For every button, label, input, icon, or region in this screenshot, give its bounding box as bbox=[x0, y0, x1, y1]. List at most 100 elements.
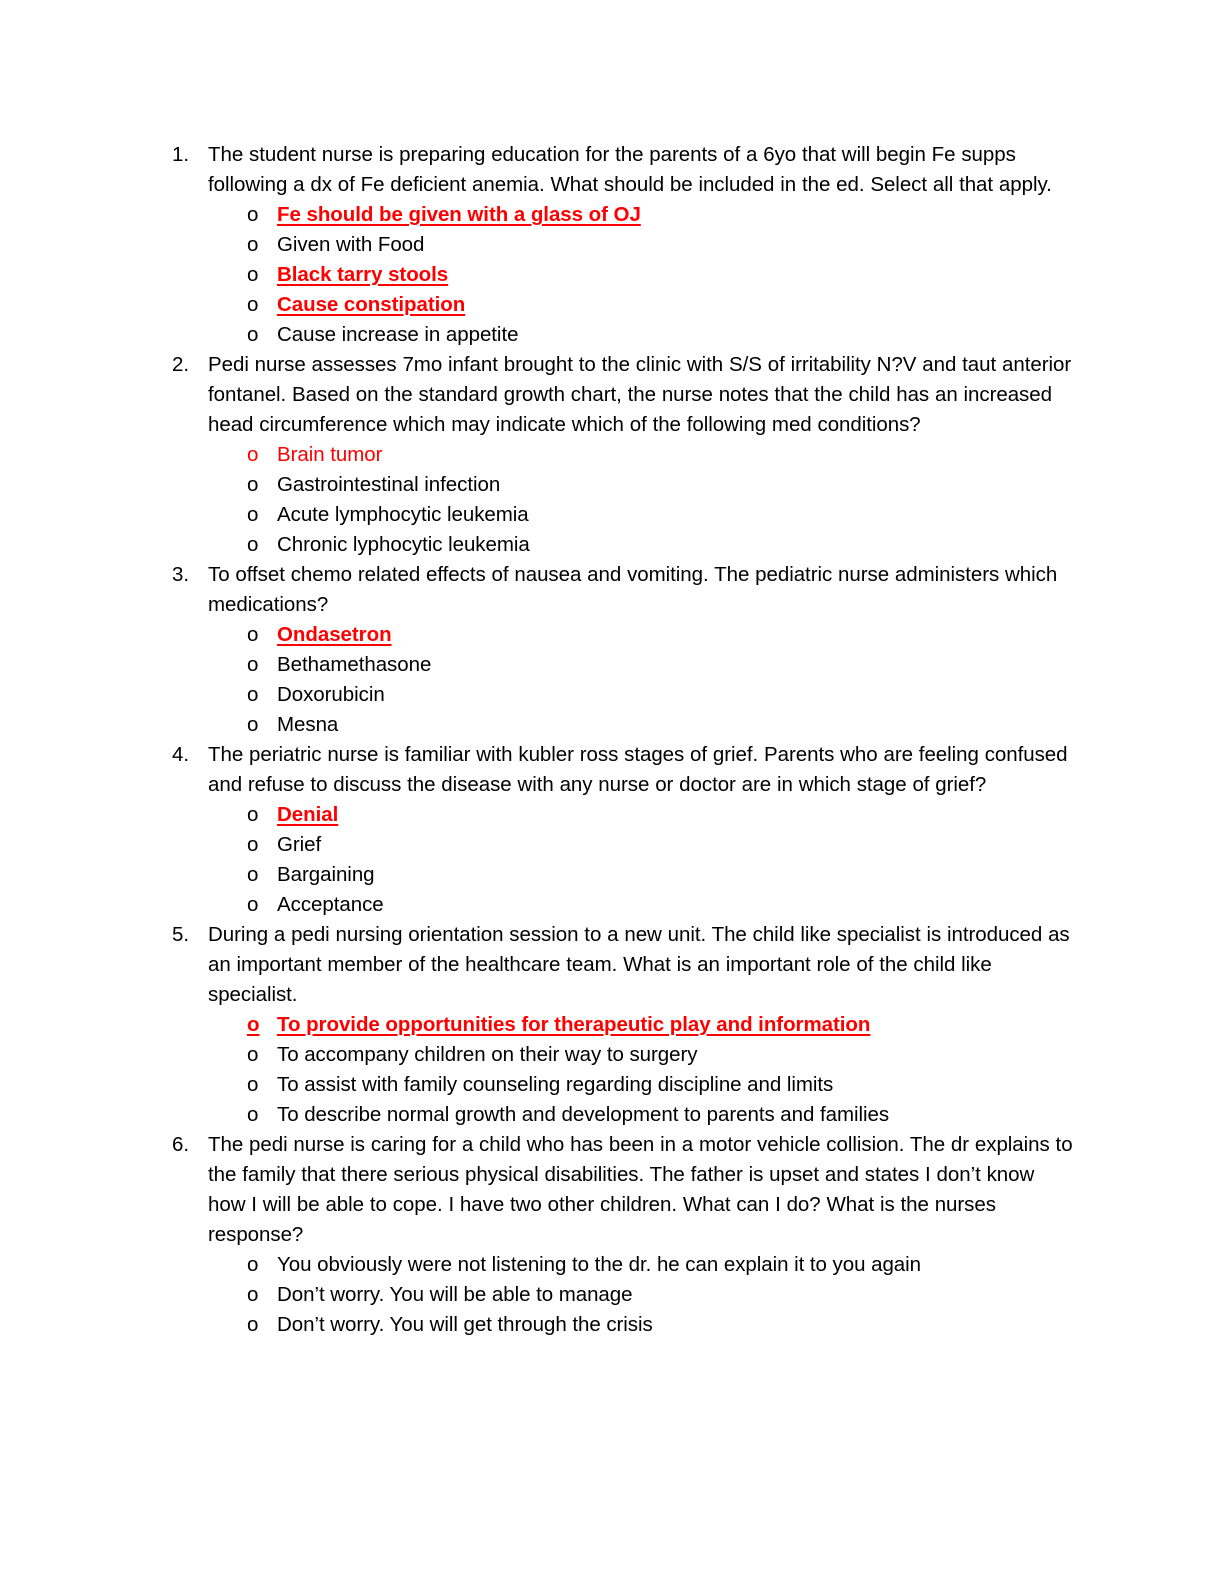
option-label: To assist with family counseling regardi… bbox=[277, 1073, 834, 1096]
question-item: 6. The pedi nurse is caring for a child w… bbox=[172, 1130, 1074, 1340]
answer-option[interactable]: o You obviously were not listening to the… bbox=[247, 1250, 1074, 1280]
answer-option[interactable]: o Denial bbox=[247, 800, 1074, 830]
option-bullet-icon: o bbox=[247, 1073, 259, 1096]
question-list: 1. The student nurse is preparing educati… bbox=[172, 140, 1074, 1340]
answer-option[interactable]: o Given with Food bbox=[247, 230, 1074, 260]
option-label: Bethamethasone bbox=[277, 653, 432, 676]
answer-option-list: o You obviously were not listening to the… bbox=[208, 1250, 1074, 1340]
option-label: Acute lymphocytic leukemia bbox=[277, 503, 529, 526]
answer-option[interactable]: o Acceptance bbox=[247, 890, 1074, 920]
question-item: 1. The student nurse is preparing educati… bbox=[172, 140, 1074, 350]
option-bullet-icon: o bbox=[247, 1313, 259, 1336]
question-number: 1. bbox=[172, 143, 190, 166]
option-bullet-icon: o bbox=[247, 1103, 259, 1126]
question-number: 3. bbox=[172, 563, 190, 586]
option-bullet-icon: o bbox=[247, 1043, 259, 1066]
option-bullet-icon: o bbox=[247, 293, 259, 316]
question-text: During a pedi nursing orientation sessio… bbox=[208, 923, 1070, 1006]
answer-option[interactable]: o Fe should be given with a glass of OJ bbox=[247, 200, 1074, 230]
answer-option[interactable]: o Doxorubicin bbox=[247, 680, 1074, 710]
answer-option[interactable]: o To provide opportunities for therapeuti… bbox=[247, 1010, 1074, 1040]
question-text: The periatric nurse is familiar with kub… bbox=[208, 743, 1068, 796]
option-bullet-icon: o bbox=[247, 533, 259, 556]
option-bullet-icon: o bbox=[247, 1283, 259, 1306]
option-bullet-icon: o bbox=[247, 623, 259, 646]
option-bullet-icon: o bbox=[247, 713, 259, 736]
question-text: The pedi nurse is caring for a child who… bbox=[208, 1133, 1073, 1246]
answer-option[interactable]: o Acute lymphocytic leukemia bbox=[247, 500, 1074, 530]
option-label: Mesna bbox=[277, 713, 339, 736]
answer-option[interactable]: o Bargaining bbox=[247, 860, 1074, 890]
option-bullet-icon: o bbox=[247, 1253, 259, 1276]
option-label: Cause constipation bbox=[277, 293, 466, 316]
option-label: Brain tumor bbox=[277, 443, 383, 466]
option-bullet-icon: o bbox=[247, 653, 259, 676]
answer-option[interactable]: o Mesna bbox=[247, 710, 1074, 740]
answer-option[interactable]: o Don’t worry. You will get through the c… bbox=[247, 1310, 1074, 1340]
question-number: 6. bbox=[172, 1133, 190, 1156]
option-bullet-icon: o bbox=[247, 503, 259, 526]
question-item: 5. During a pedi nursing orientation sess… bbox=[172, 920, 1074, 1130]
option-label: Cause increase in appetite bbox=[277, 323, 519, 346]
option-label: Black tarry stools bbox=[277, 263, 449, 286]
answer-option[interactable]: o To describe normal growth and developme… bbox=[247, 1100, 1074, 1130]
option-label: Denial bbox=[277, 803, 339, 826]
option-bullet-icon: o bbox=[247, 683, 259, 706]
option-bullet-icon: o bbox=[247, 803, 259, 826]
option-bullet-icon: o bbox=[247, 323, 259, 346]
question-body: Pedi nurse assesses 7mo infant brought t… bbox=[208, 350, 1074, 560]
option-bullet-icon: o bbox=[247, 863, 259, 886]
option-bullet-icon: o bbox=[247, 893, 259, 916]
question-text: The student nurse is preparing education… bbox=[208, 143, 1052, 196]
option-label: To accompany children on their way to su… bbox=[277, 1043, 698, 1066]
question-item: 3. To offset chemo related effects of nau… bbox=[172, 560, 1074, 740]
answer-option[interactable]: o Ondasetron bbox=[247, 620, 1074, 650]
option-bullet-icon: o bbox=[247, 233, 259, 256]
answer-option[interactable]: o Brain tumor bbox=[247, 440, 1074, 470]
question-item: 4. The periatric nurse is familiar with k… bbox=[172, 740, 1074, 920]
answer-option[interactable]: o Cause constipation bbox=[247, 290, 1074, 320]
answer-option[interactable]: o To assist with family counseling regard… bbox=[247, 1070, 1074, 1100]
option-label: Fe should be given with a glass of OJ bbox=[277, 203, 641, 226]
option-label: Acceptance bbox=[277, 893, 384, 916]
question-number: 2. bbox=[172, 353, 190, 376]
answer-option[interactable]: o Don’t worry. You will be able to manage bbox=[247, 1280, 1074, 1310]
answer-option[interactable]: o To accompany children on their way to s… bbox=[247, 1040, 1074, 1070]
question-item: 2. Pedi nurse assesses 7mo infant brought… bbox=[172, 350, 1074, 560]
option-label: To describe normal growth and developmen… bbox=[277, 1103, 890, 1126]
option-label: Grief bbox=[277, 833, 322, 856]
answer-option[interactable]: o Black tarry stools bbox=[247, 260, 1074, 290]
question-body: To offset chemo related effects of nause… bbox=[208, 560, 1074, 740]
option-label: You obviously were not listening to the … bbox=[277, 1253, 922, 1276]
option-label: Ondasetron bbox=[277, 623, 392, 646]
option-label: Don’t worry. You will get through the cr… bbox=[277, 1313, 653, 1336]
option-bullet-icon: o bbox=[247, 443, 259, 466]
question-body: The periatric nurse is familiar with kub… bbox=[208, 740, 1074, 920]
option-bullet-icon: o bbox=[247, 203, 259, 226]
option-label: Bargaining bbox=[277, 863, 375, 886]
answer-option[interactable]: o Bethamethasone bbox=[247, 650, 1074, 680]
quiz-content: 1. The student nurse is preparing educati… bbox=[172, 140, 1074, 1340]
option-label: To provide opportunities for therapeutic… bbox=[277, 1013, 871, 1036]
question-body: The pedi nurse is caring for a child who… bbox=[208, 1130, 1074, 1340]
question-number: 4. bbox=[172, 743, 190, 766]
answer-option[interactable]: o Cause increase in appetite bbox=[247, 320, 1074, 350]
option-label: Doxorubicin bbox=[277, 683, 385, 706]
option-bullet-icon: o bbox=[247, 263, 259, 286]
question-text: Pedi nurse assesses 7mo infant brought t… bbox=[208, 353, 1072, 436]
question-text: To offset chemo related effects of nause… bbox=[208, 563, 1058, 616]
answer-option-list: o To provide opportunities for therapeuti… bbox=[208, 1010, 1074, 1130]
option-label: Don’t worry. You will be able to manage bbox=[277, 1283, 633, 1306]
option-label: Gastrointestinal infection bbox=[277, 473, 501, 496]
question-number: 5. bbox=[172, 923, 190, 946]
question-body: During a pedi nursing orientation sessio… bbox=[208, 920, 1074, 1130]
option-label: Given with Food bbox=[277, 233, 425, 256]
option-bullet-icon: o bbox=[247, 1013, 260, 1036]
